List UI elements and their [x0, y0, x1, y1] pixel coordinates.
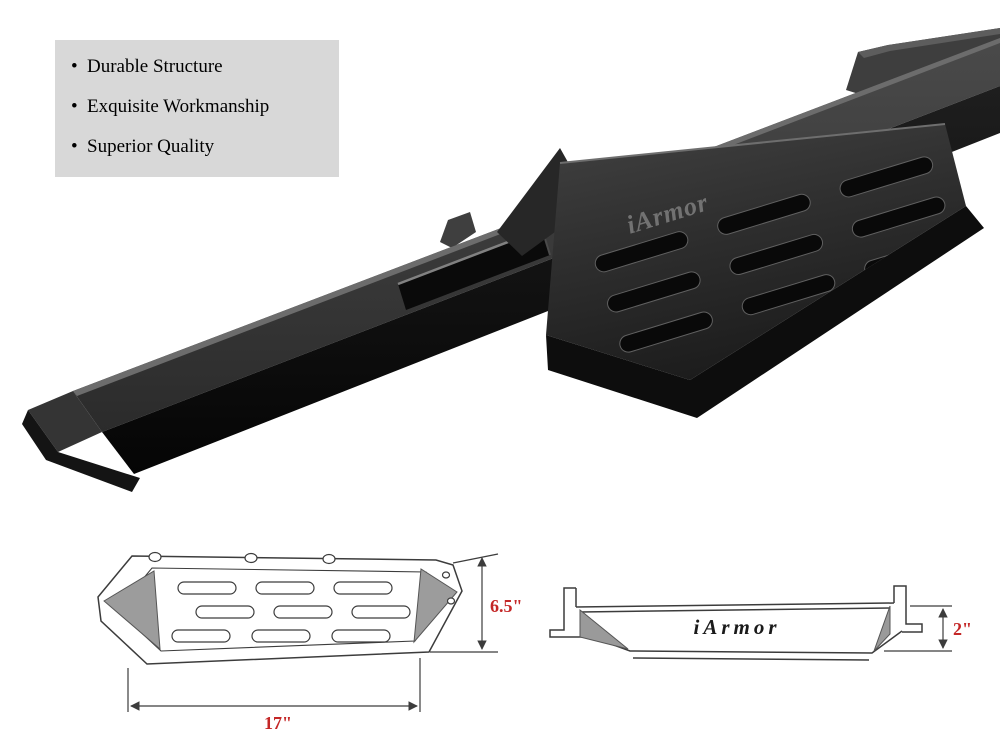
step-slot [717, 193, 811, 235]
feature-item: Exquisite Workmanship [71, 96, 331, 136]
slot-mark [177, 581, 237, 595]
slot-mark [171, 629, 231, 643]
slot-mark [333, 581, 393, 595]
step-slot [607, 271, 701, 313]
section-view-brand-text: iArmor [693, 615, 780, 639]
front-view-height-dimension [430, 553, 499, 653]
section-right-bracket [893, 585, 923, 633]
step-slot [839, 156, 934, 198]
slot-mark [351, 605, 411, 619]
front-view-shaded-left [103, 570, 161, 651]
slot-mark [273, 605, 333, 619]
front-view-width-label: 17" [264, 713, 292, 733]
feature-item: Superior Quality [71, 136, 331, 176]
mounting-hole-mark [148, 551, 162, 563]
section-shaded-right [873, 605, 891, 652]
feature-item: Durable Structure [71, 56, 331, 96]
step-slot [741, 274, 836, 316]
feature-text: Durable Structure [87, 56, 223, 77]
front-view-diagram: 6.5" 17" [97, 551, 523, 733]
bracket-tab [440, 212, 476, 248]
step-slot [729, 233, 824, 276]
section-height-label: 2" [953, 619, 972, 639]
pad-skirt [546, 206, 984, 418]
section-top-surface-inner [579, 607, 891, 613]
section-left-bracket [549, 587, 592, 638]
slot-mark [255, 581, 315, 595]
section-bottom-inner [632, 657, 870, 661]
mounting-hole-mark [441, 571, 451, 579]
feature-panel: Durable Structure Exquisite Workmanship … [55, 40, 339, 177]
section-height-dimension [884, 605, 952, 652]
feature-list: Durable Structure Exquisite Workmanship … [71, 56, 331, 176]
front-view-height-label: 6.5" [490, 596, 523, 616]
front-view-shaded-right [413, 568, 458, 644]
section-view-diagram: iArmor 2" [549, 585, 972, 661]
end-cap-top [28, 391, 102, 452]
dim-extension-line [452, 553, 499, 564]
slot-mark [331, 629, 391, 643]
bar-recess [398, 229, 550, 310]
step-slot [851, 196, 946, 238]
slot-mark [251, 629, 311, 643]
front-view-holes [148, 551, 456, 605]
section-shaded-left [579, 608, 629, 650]
step-pad-top-highlight [559, 123, 946, 164]
section-top-surface [575, 602, 895, 608]
mounting-hole-mark [322, 553, 336, 565]
end-cap-front [22, 410, 140, 492]
step-slot [619, 311, 713, 353]
front-view-width-dimension [127, 658, 421, 712]
front-view-slots [171, 581, 411, 643]
slot-mark [195, 605, 255, 619]
product-photo: iArmor [22, 28, 1000, 492]
feature-text: Superior Quality [87, 136, 215, 157]
step-slot [594, 231, 689, 273]
feature-text: Exquisite Workmanship [87, 96, 270, 117]
rear-bracket-highlight [858, 28, 1000, 58]
mounting-hole-mark [446, 597, 456, 605]
mounting-hole-mark [244, 552, 258, 564]
